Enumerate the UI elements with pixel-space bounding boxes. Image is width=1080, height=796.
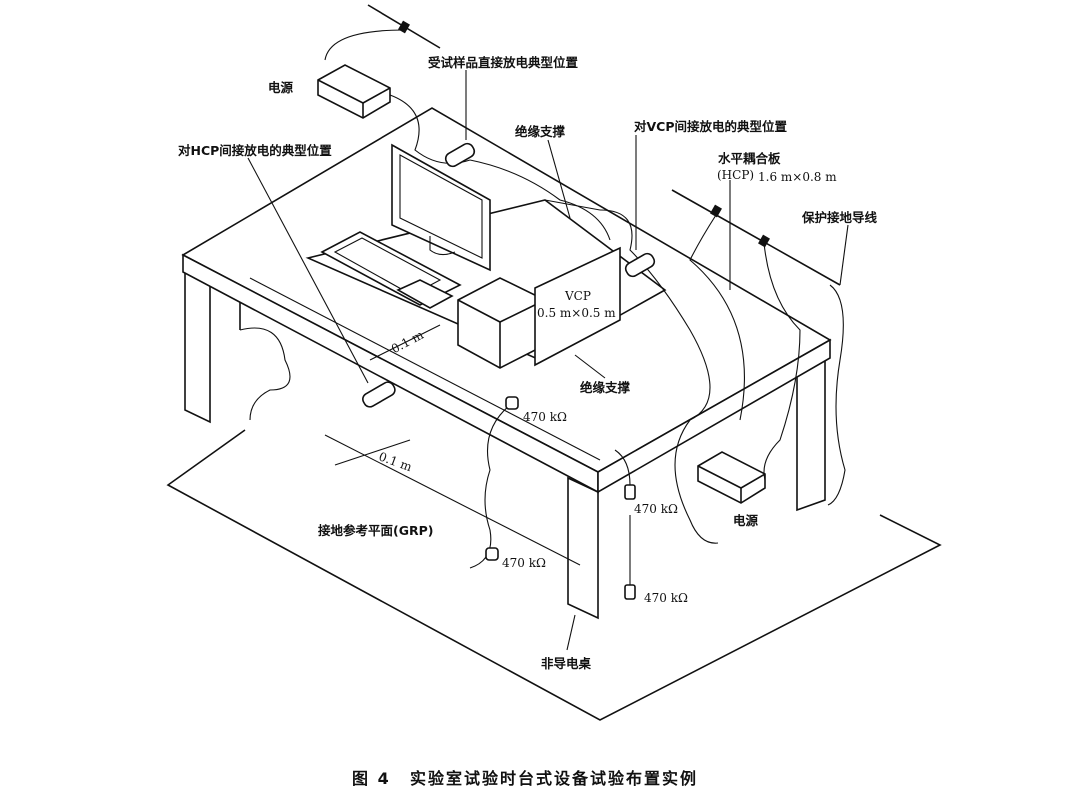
label-power-top: 电源 [268, 80, 294, 95]
label-power-bottom: 电源 [733, 513, 759, 528]
label-eut-direct-discharge: 受试样品直接放电典型位置 [428, 55, 579, 70]
discharge-electrodes [362, 142, 656, 408]
keyboard [320, 231, 462, 309]
dimension-lines [249, 277, 601, 566]
label-vcp-size: 0.5 m×0.5 m [537, 306, 616, 320]
label-vcp-indirect-discharge: 对VCP间接放电的典型位置 [634, 119, 788, 134]
figure-caption-number: 图 4 [352, 769, 391, 788]
label-resistor-4: 470 kΩ [644, 591, 688, 605]
label-resistor-2: 470 kΩ [634, 502, 678, 516]
ground-reference-plane [166, 429, 942, 721]
monitor [391, 143, 491, 272]
label-vcp-title: VCP [564, 289, 591, 303]
label-resistor-1: 470 kΩ [523, 410, 567, 424]
label-insulating-support-bottom: 绝缘支撑 [580, 380, 631, 395]
vertical-coupling-plane [534, 246, 621, 367]
label-ground-wire: 保护接地导线 [801, 210, 878, 225]
label-resistor-3: 470 kΩ [502, 556, 546, 570]
label-hcp-title: 水平耦合板 [718, 151, 781, 166]
label-hcp-abbr: (HCP) [717, 168, 754, 182]
leader-lines [247, 70, 849, 651]
label-non-conductive-table: 非导电桌 [541, 656, 592, 671]
label-hcp-indirect-discharge: 对HCP间接放电的典型位置 [178, 143, 332, 158]
label-hcp-size: 1.6 m×0.8 m [758, 170, 837, 184]
power-supply-bottom [697, 451, 766, 504]
power-supply-top [317, 64, 391, 119]
figure-caption-title: 实验室试验时台式设备试验布置实例 [410, 769, 698, 788]
label-ground-reference-plane: 接地参考平面(GRP) [318, 523, 433, 538]
resistors [485, 396, 636, 600]
table-legs [184, 268, 826, 620]
label-insulating-support-top: 绝缘支撑 [515, 124, 566, 139]
